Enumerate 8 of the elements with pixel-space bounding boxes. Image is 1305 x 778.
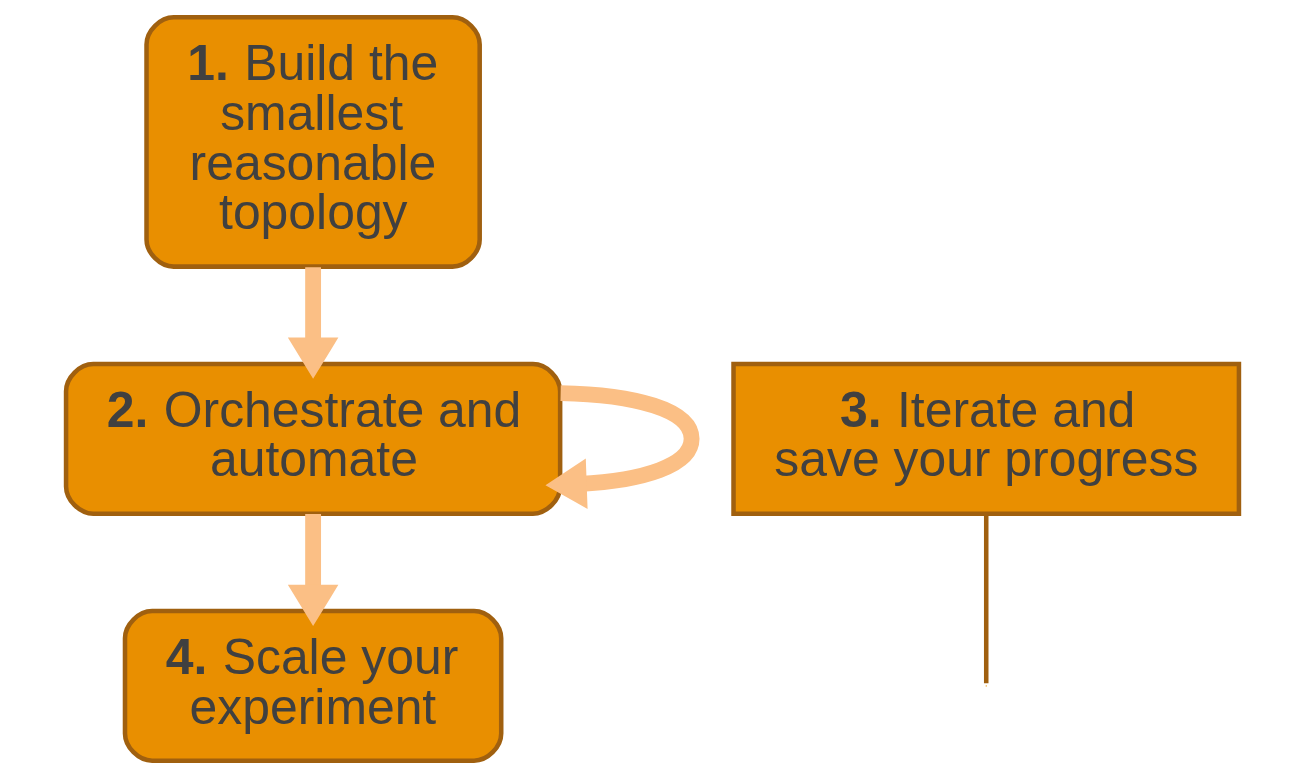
arrow [287, 513, 339, 627]
arrow [287, 267, 339, 379]
arrow [545, 385, 700, 509]
node-box: 2. Orchestrate and automate [63, 361, 563, 516]
node-box: 1. Build the smallest reasonable topology [144, 15, 482, 269]
node-box: 4. Scale your experiment [122, 608, 504, 763]
connector [983, 513, 989, 684]
node-box: 3. Iterate and save your progress [731, 361, 1242, 516]
